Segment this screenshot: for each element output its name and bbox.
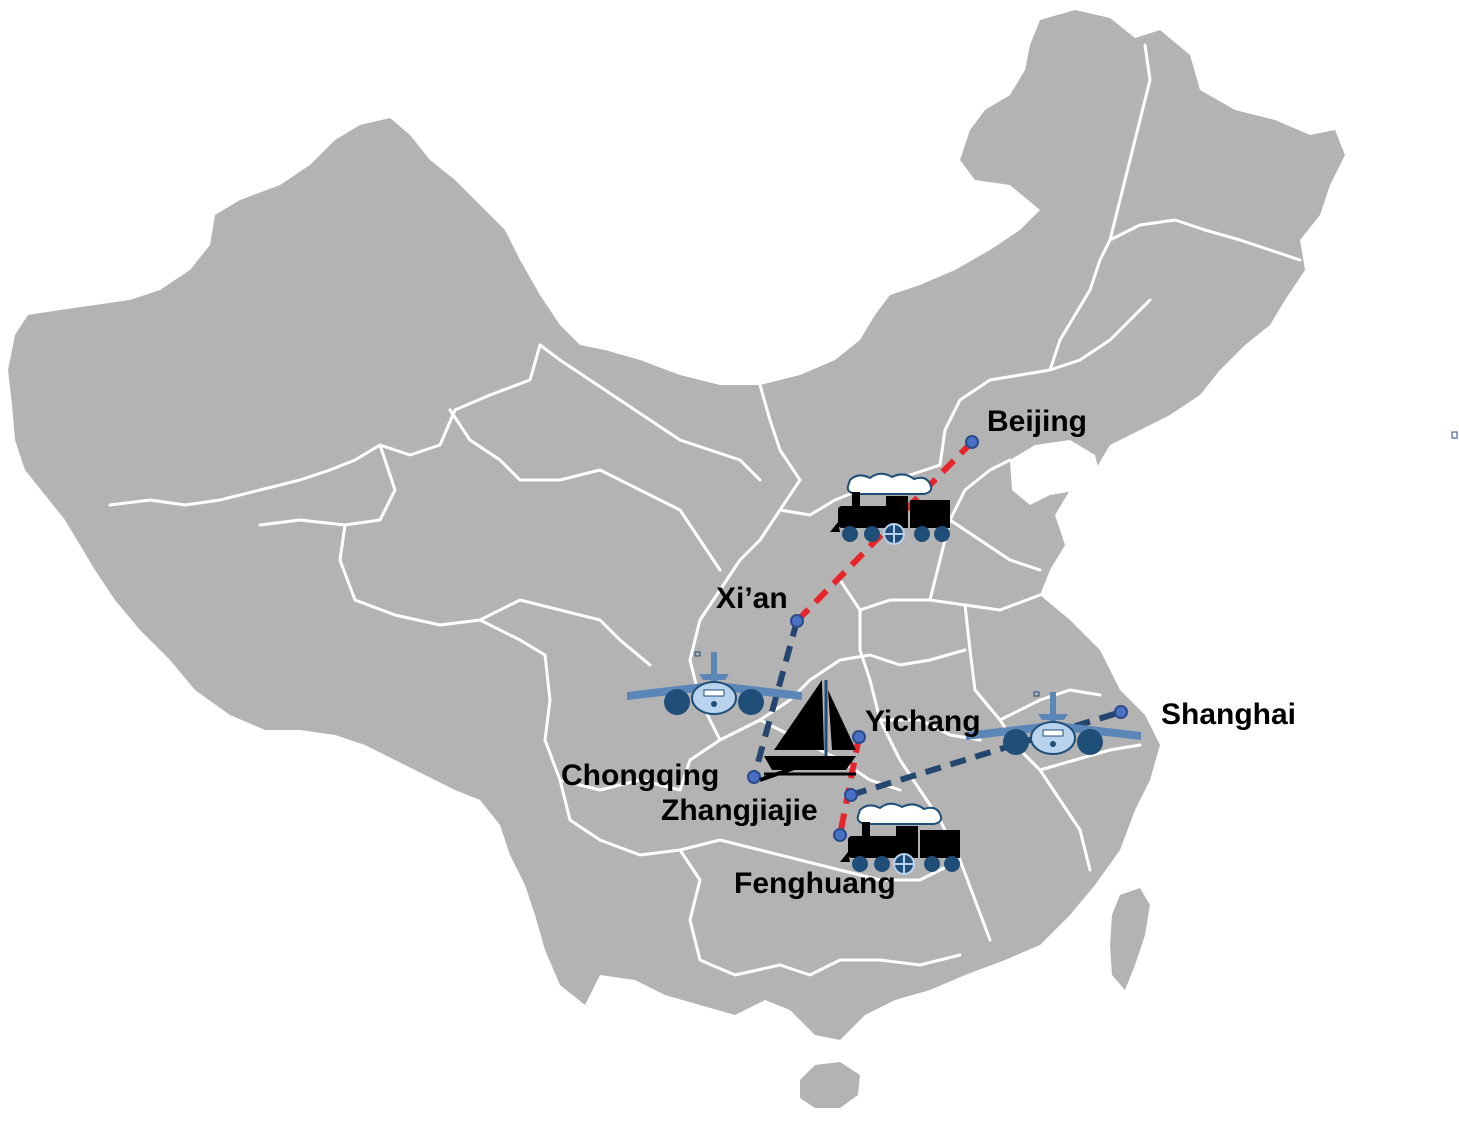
city-label-shanghai[interactable]: Shanghai — [1161, 698, 1296, 731]
hainan-island — [800, 1062, 860, 1108]
city-marker-fenghuang[interactable] — [833, 828, 847, 842]
city-marker-shanghai[interactable] — [1114, 705, 1128, 719]
city-label-beijing[interactable]: Beijing — [987, 405, 1087, 438]
legend-marker — [1451, 431, 1458, 439]
route-yichang-fenghuang — [837, 736, 862, 836]
city-label-yichang[interactable]: Yichang — [865, 705, 981, 738]
mainland-shape — [8, 10, 1345, 1040]
sailboat-icon — [759, 680, 856, 782]
city-label-chongqing[interactable]: Chongqing — [561, 759, 719, 792]
city-markers — [747, 435, 1128, 842]
city-label-xian[interactable]: Xi’an — [716, 582, 788, 615]
route-beijing-xian — [794, 439, 975, 624]
city-marker-yichang[interactable] — [852, 730, 866, 744]
city-labels: Beijing Xi’an Chongqing Yichang Zhangjia… — [561, 405, 1296, 900]
taiwan-island — [1110, 888, 1150, 990]
bohai-sea — [1010, 440, 1100, 505]
city-marker-xian[interactable] — [790, 614, 804, 628]
city-label-fenghuang[interactable]: Fenghuang — [734, 867, 896, 900]
city-marker-beijing[interactable] — [965, 435, 979, 449]
route-xian-chongqing — [751, 620, 800, 778]
china-landmass — [8, 10, 1345, 1108]
city-marker-zhangjiajie[interactable] — [844, 788, 858, 802]
city-marker-chongqing[interactable] — [747, 770, 761, 784]
city-label-zhangjiajie[interactable]: Zhangjiajie — [661, 794, 818, 827]
